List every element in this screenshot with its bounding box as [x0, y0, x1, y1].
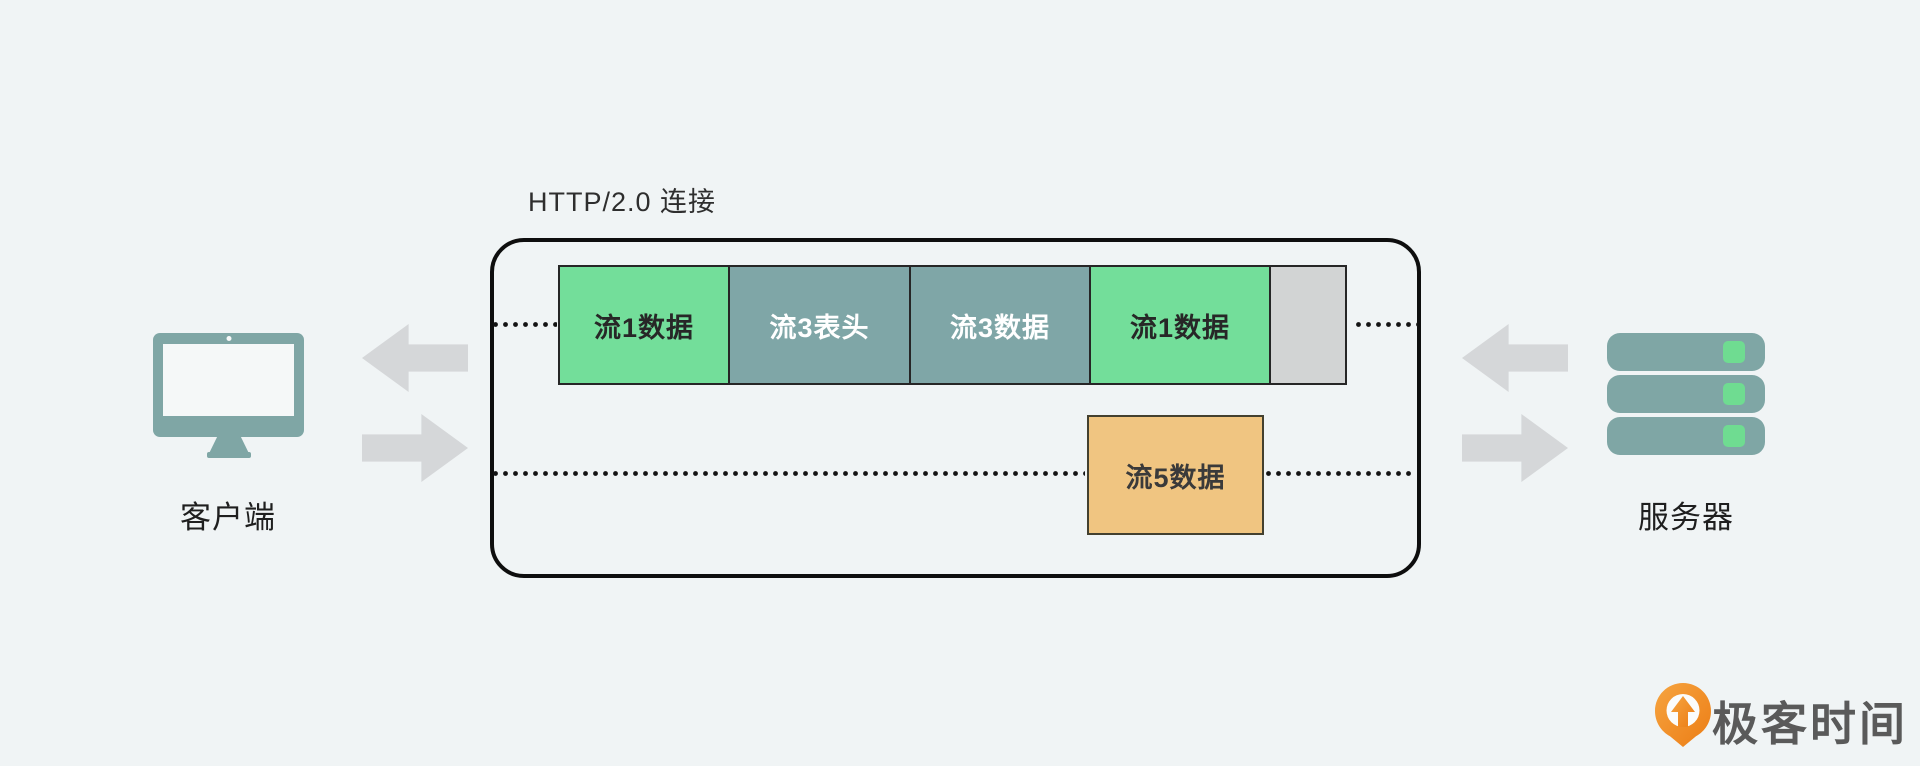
server-stack-icon — [1607, 333, 1765, 371]
client-label: 客户端 — [180, 500, 276, 535]
frame-stream3-data: 流3数据 — [909, 265, 1091, 385]
monitor-icon — [153, 333, 304, 437]
stream-dotted-line — [493, 471, 1085, 476]
frame-stream1-data: 流1数据 — [558, 265, 730, 385]
server-stack-icon — [1607, 375, 1765, 413]
arrow-right-icon — [1462, 414, 1568, 482]
server-indicator-light — [1723, 341, 1745, 363]
frame-row-1: 流1数据 流3表头 流3数据 流1数据 — [558, 265, 1347, 385]
frame-stream5-data: 流5数据 — [1087, 415, 1264, 535]
monitor-base — [207, 452, 251, 458]
frame-empty — [1269, 265, 1347, 385]
stream-dotted-line — [1356, 322, 1418, 327]
arrow-left-icon — [1462, 324, 1568, 392]
http2-connection-box — [490, 238, 1421, 578]
connection-title: HTTP/2.0 连接 — [528, 187, 717, 217]
server-stack-icon — [1607, 417, 1765, 455]
server-indicator-light — [1723, 383, 1745, 405]
geektime-logo-icon — [1655, 683, 1711, 747]
frame-stream3-headers: 流3表头 — [728, 265, 911, 385]
frame-stream1-data: 流1数据 — [1089, 265, 1271, 385]
stream-dotted-line — [1266, 471, 1416, 476]
stream-dotted-line — [493, 322, 557, 327]
arrow-right-icon — [362, 414, 468, 482]
monitor-stand — [209, 436, 249, 453]
monitor-camera-dot — [226, 336, 231, 341]
arrow-left-icon — [362, 324, 468, 392]
server-label: 服务器 — [1638, 500, 1734, 535]
monitor-screen — [163, 344, 294, 416]
geektime-logo-text: 极客时间 — [1712, 698, 1908, 750]
server-indicator-light — [1723, 425, 1745, 447]
